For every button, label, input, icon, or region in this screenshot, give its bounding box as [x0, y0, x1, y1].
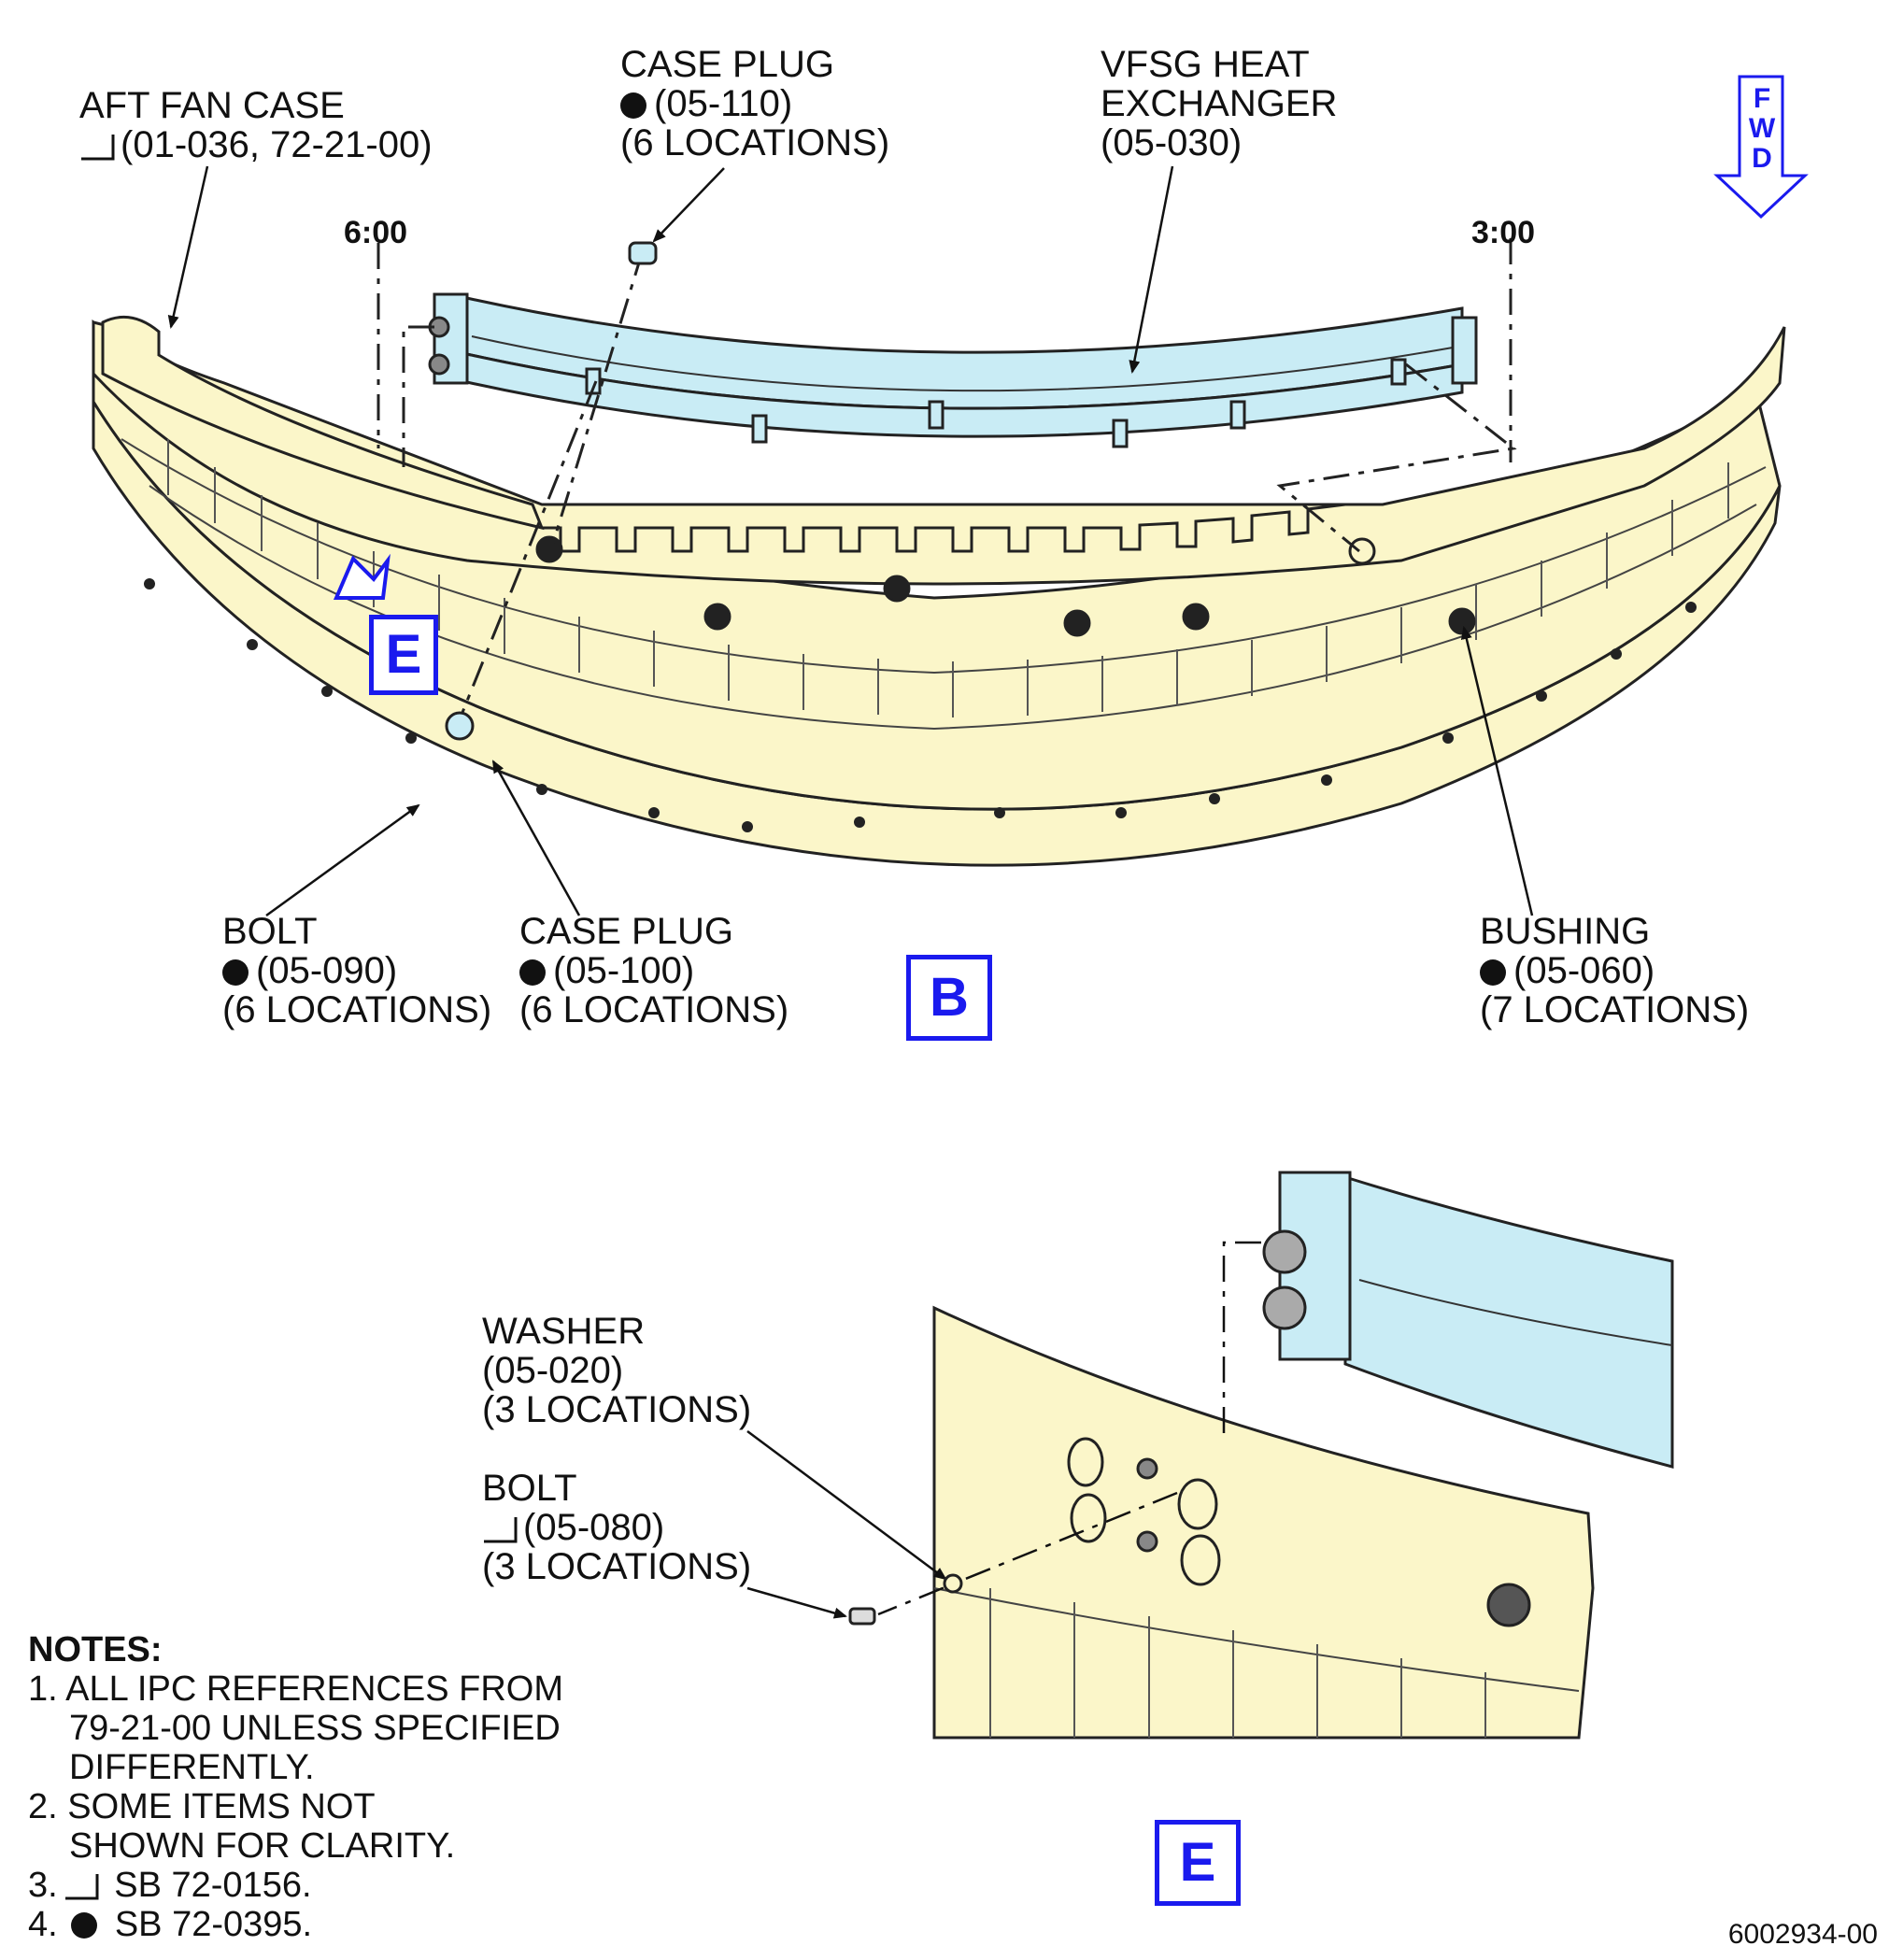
view-e-label-box: E: [1155, 1820, 1241, 1906]
dot-symbol-icon: [71, 1912, 98, 1939]
notes-title: NOTES:: [28, 1630, 163, 1669]
clock-6-00: 6:00: [344, 215, 408, 250]
note-item: 1. ALL IPC REFERENCES FROM: [28, 1669, 563, 1709]
label-aft-fan-case: AFT FAN CASE (01-036, 72-21-00): [79, 85, 433, 165]
label-case-plug-top: CASE PLUG (05-110) (6 LOCATIONS): [620, 44, 890, 163]
leader-lines: [167, 165, 1534, 917]
dot-symbol-icon: [1480, 959, 1506, 986]
label-bolt-detail: BOLT (05-080) (3 LOCATIONS): [482, 1468, 752, 1587]
note-item: 2. SOME ITEMS NOT: [28, 1787, 376, 1826]
detail-e-illustration: [932, 1171, 1674, 1740]
case-upper-panel: [101, 315, 545, 531]
label-case-plug-lower: CASE PLUG (05-100) (6 LOCATIONS): [519, 911, 789, 1030]
dot-symbol-icon: [620, 92, 646, 119]
figure-number: 6002934-00: [1727, 1919, 1878, 1950]
view-e-arrow: [333, 553, 391, 600]
aft-fan-case: [92, 315, 1786, 867]
note-item: 3. SB 72-0156.: [28, 1866, 312, 1905]
bolt-part: [848, 1607, 876, 1626]
triangle-symbol-icon: [81, 135, 115, 161]
detail-e-lines: [746, 1241, 1261, 1619]
note-item: 4. SB 72-0395.: [28, 1905, 313, 1944]
triangle-symbol-icon: [484, 1517, 518, 1543]
dot-symbol-icon: [519, 959, 546, 986]
label-bolt-lower: BOLT (05-090) (6 LOCATIONS): [222, 911, 492, 1030]
vfsg-heat-exchanger: [428, 292, 1478, 448]
view-e-callout-box: E: [369, 615, 438, 695]
clock-3-00: 3:00: [1471, 215, 1536, 250]
notes-block: NOTES: 1. ALL IPC REFERENCES FROM 79-21-…: [28, 1630, 563, 1944]
fwd-arrow: [1713, 75, 1809, 220]
label-vfsg-heat-exchanger: VFSG HEAT EXCHANGER (05-030): [1101, 44, 1338, 163]
washer-part: [943, 1573, 963, 1594]
case-plug-parts: [445, 241, 658, 741]
dot-symbol-icon: [222, 959, 249, 986]
label-bushing: BUSHING (05-060) (7 LOCATIONS): [1480, 911, 1750, 1030]
label-washer: WASHER (05-020) (3 LOCATIONS): [482, 1311, 752, 1430]
fwd-label: F W D: [1748, 83, 1776, 174]
triangle-symbol-icon: [64, 1874, 99, 1900]
exploded-lines: [376, 238, 1517, 725]
view-b-label-box: B: [906, 955, 992, 1041]
